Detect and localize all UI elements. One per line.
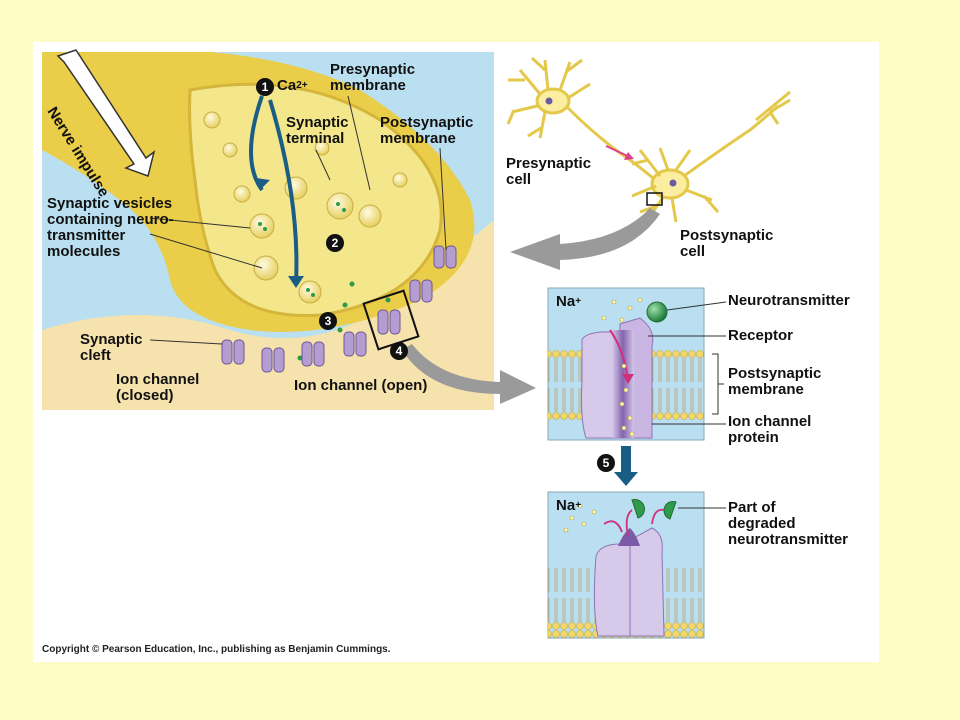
nerve-impulse-arrow <box>56 49 156 177</box>
synaptic-terminal-label: Synaptic terminal <box>286 114 349 147</box>
postsynaptic-membrane-label: Postsynaptic membrane <box>380 114 474 147</box>
receptor-label: Receptor <box>728 327 794 344</box>
step-4-badge: 4 <box>390 342 408 360</box>
sodium-label-2: Na+ <box>556 497 582 514</box>
synaptic-cleft-label: Synaptic cleft <box>80 331 143 364</box>
ion-channel-open-label: Ion channel (open) <box>294 377 428 394</box>
postsynaptic-cell-label: Postsynaptic cell <box>680 227 774 260</box>
neuron-illustration <box>506 56 791 223</box>
neurotransmitter-label: Neurotransmitter <box>728 292 850 309</box>
synaptic-vesicles-label: Synaptic vesicles containing neuro- tran… <box>47 195 174 260</box>
degraded-neurotransmitter-label: Part of degraded neurotransmitter <box>728 499 849 548</box>
calcium-arrow-1 <box>249 95 264 192</box>
leader-lines <box>149 95 447 345</box>
calcium-arrow-2 <box>268 99 299 285</box>
postsynaptic-membrane-detail-label: Postsynaptic membrane <box>728 365 822 398</box>
detail-leader-lines <box>648 301 727 425</box>
copyright-notice: Copyright © Pearson Education, Inc., pub… <box>42 644 391 655</box>
presynaptic-cell-label: Presynaptic cell <box>506 155 592 188</box>
sodium-label-1: Na+ <box>556 293 582 310</box>
step-1-badge: 1 <box>256 78 274 96</box>
detail-panel-closed <box>547 491 726 639</box>
calcium-label: Ca2+ <box>277 77 308 94</box>
zoom-arrow-top <box>510 208 660 270</box>
synaptic-vesicles <box>203 111 408 304</box>
step-arrow <box>621 446 631 474</box>
zoom-arrow-detail <box>402 344 536 404</box>
postsynaptic-cell-body <box>42 220 494 410</box>
ion-channel-protein-label: Ion channel protein <box>728 413 812 446</box>
step-3-badge: 3 <box>319 312 337 330</box>
step-2-badge: 2 <box>326 234 344 252</box>
step-5-badge: 5 <box>597 454 615 472</box>
ion-channel-closed-label: Ion channel (closed) <box>116 371 200 404</box>
neurotransmitter-dots <box>258 202 391 361</box>
presynaptic-membrane-label: Presynaptic membrane <box>330 61 416 94</box>
synapse-panel <box>42 52 494 410</box>
detail-panel-open <box>547 287 705 441</box>
ion-channels <box>221 245 457 373</box>
